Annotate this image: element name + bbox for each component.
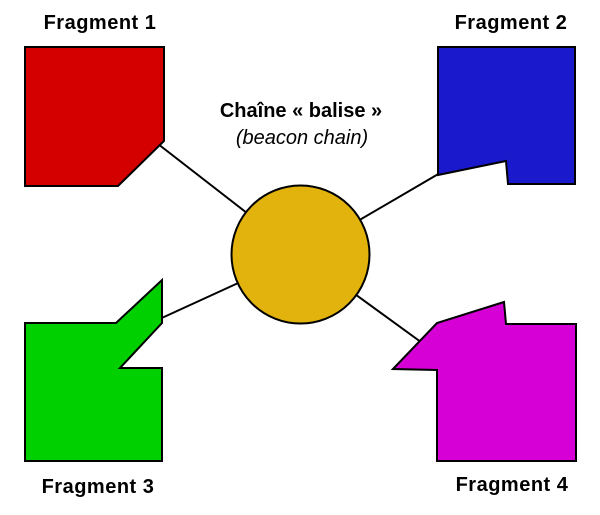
fragment4-shape (390, 300, 577, 462)
beacon-chain-subtitle: (beacon chain) (235, 127, 369, 149)
fragment3-shape (24, 277, 163, 462)
beacon-chain-title: Chaîne « balise » (219, 100, 383, 122)
fragment2-label: Fragment 2 (454, 12, 568, 34)
fragment3-label: Fragment 3 (41, 476, 155, 498)
fragment2-shape (437, 46, 576, 185)
fragment1-label: Fragment 1 (43, 12, 157, 34)
beacon-chain-node (230, 184, 371, 325)
fragment4-label: Fragment 4 (455, 474, 569, 496)
fragment1-shape (24, 46, 165, 187)
